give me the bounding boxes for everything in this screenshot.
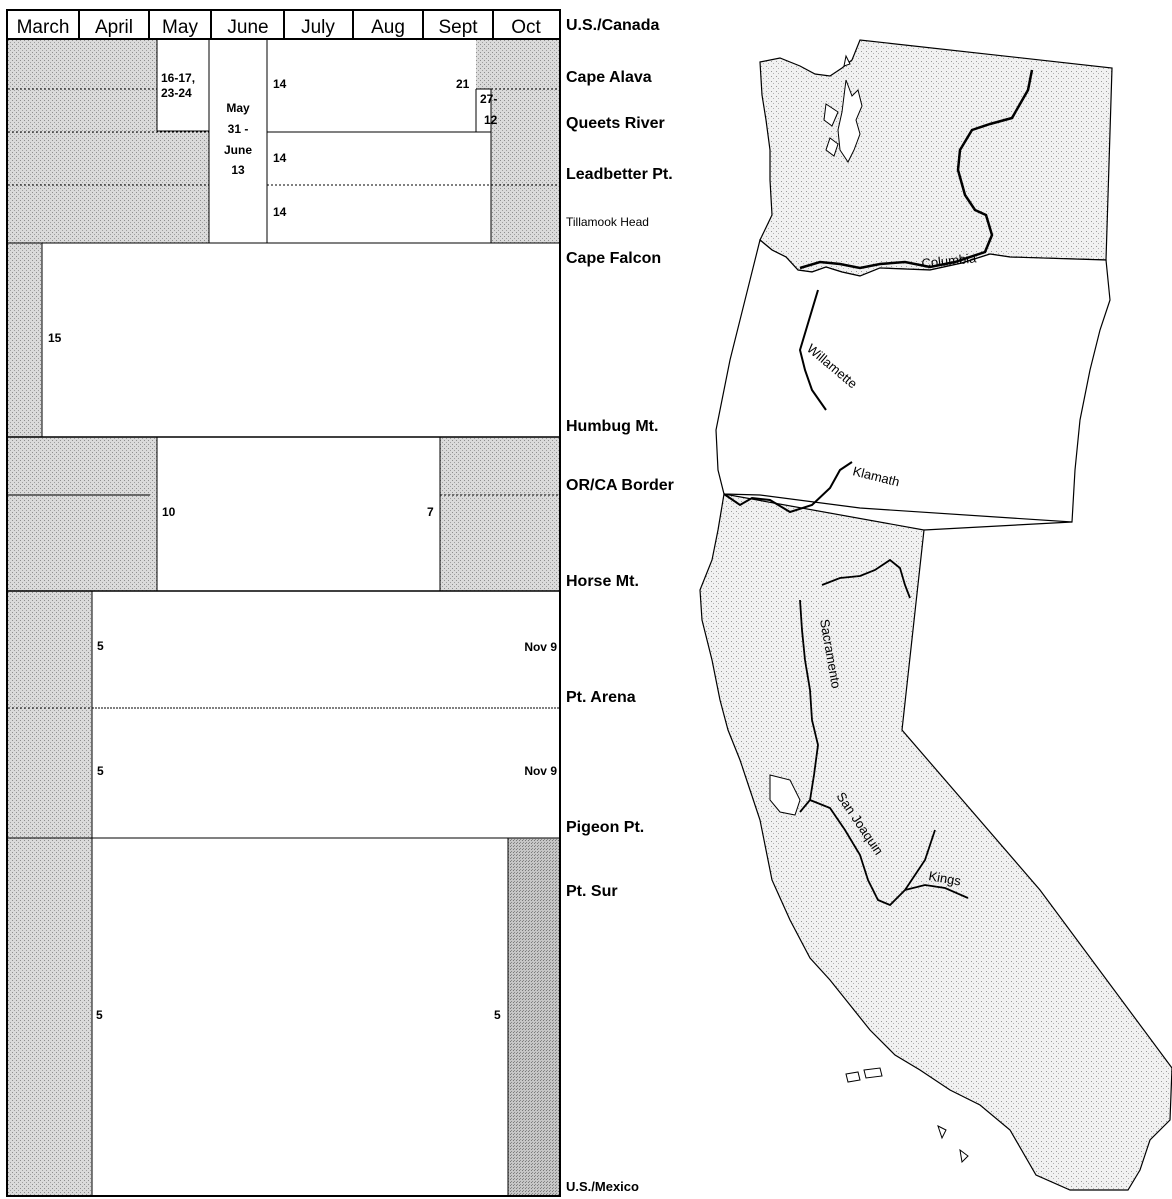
- season-grid: [6, 38, 561, 1197]
- river-sacramento: [821, 558, 911, 599]
- open-block-cape-alava: [267, 39, 476, 132]
- california-state: [699, 493, 1172, 1191]
- date-label: 5: [97, 764, 104, 778]
- month-label-aug: Aug: [371, 17, 405, 38]
- location-labels: U.S./Canada Cape Alava Queets River Lead…: [566, 17, 674, 1194]
- map: Columbia Willamette Klamath Sacramento S…: [699, 39, 1172, 1191]
- date-label: May: [226, 101, 250, 115]
- location-label: Queets River: [566, 115, 665, 132]
- river-willamette: [798, 289, 827, 411]
- date-label: 5: [494, 1008, 501, 1022]
- date-label: 21: [456, 77, 470, 91]
- location-label: U.S./Mexico: [566, 1179, 639, 1194]
- closed-area-south: [8, 838, 92, 1195]
- open-block-may: [157, 39, 209, 131]
- closed-area-cape-falcon: [8, 243, 42, 437]
- location-label: Pt. Arena: [566, 689, 636, 706]
- location-label: Leadbetter Pt.: [566, 166, 673, 183]
- date-label: 5: [97, 639, 104, 653]
- location-label: Horse Mt.: [566, 573, 639, 590]
- open-block-leadbetter: [267, 132, 491, 243]
- river-label-columbia: Columbia: [921, 250, 978, 271]
- location-label: OR/CA Border: [566, 477, 674, 494]
- date-label: 31 -: [228, 122, 249, 136]
- river-kings: [904, 884, 969, 899]
- month-header: March April May June July Aug Sept Oct: [6, 9, 561, 40]
- date-label: 12: [484, 113, 498, 127]
- month-label-july: July: [301, 17, 335, 38]
- river-sacramento-main: [799, 599, 819, 813]
- river-klamath: [723, 461, 853, 514]
- open-block-sept-oct: [476, 89, 491, 132]
- location-label: Pigeon Pt.: [566, 819, 644, 836]
- location-label: Cape Falcon: [566, 250, 661, 267]
- date-label: 23-24: [161, 86, 192, 100]
- washington-state: [759, 39, 1113, 277]
- location-label: Tillamook Head: [566, 215, 649, 229]
- date-label: 14: [273, 205, 287, 219]
- month-label-may: May: [162, 17, 198, 38]
- location-label: Pt. Sur: [566, 883, 618, 900]
- month-label-sept: Sept: [438, 17, 478, 38]
- date-label: 14: [273, 77, 287, 91]
- date-label: 14: [273, 151, 287, 165]
- location-label: Cape Alava: [566, 69, 652, 86]
- location-label: U.S./Canada: [566, 17, 659, 34]
- date-label: 5: [96, 1008, 103, 1022]
- open-block-klamath: [157, 437, 440, 591]
- closed-area-horse: [8, 591, 92, 838]
- date-label: 16-17,: [161, 71, 195, 85]
- date-label: 27-: [480, 92, 497, 106]
- river-san-joaquin: [809, 799, 936, 907]
- month-label-april: April: [95, 17, 133, 38]
- season-labels: 16-17, 23-24 May 31 - June 13 14 21 27- …: [48, 71, 557, 1022]
- date-label: 13: [231, 163, 245, 177]
- month-label-june: June: [227, 17, 268, 38]
- location-label: Humbug Mt.: [566, 418, 658, 435]
- date-label: 10: [162, 505, 176, 519]
- date-label: 7: [427, 505, 434, 519]
- date-label: Nov 9: [524, 640, 557, 654]
- oregon-state: [715, 238, 1111, 523]
- month-label-march: March: [17, 17, 70, 38]
- open-block-may-june: [209, 39, 267, 243]
- closed-area-south-late: [508, 838, 559, 1195]
- date-label: Nov 9: [524, 764, 557, 778]
- date-label: June: [224, 143, 252, 157]
- river-columbia: [799, 69, 1034, 270]
- river-label-kings: Kings: [927, 868, 962, 889]
- date-label: 15: [48, 331, 62, 345]
- month-label-oct: Oct: [511, 17, 541, 38]
